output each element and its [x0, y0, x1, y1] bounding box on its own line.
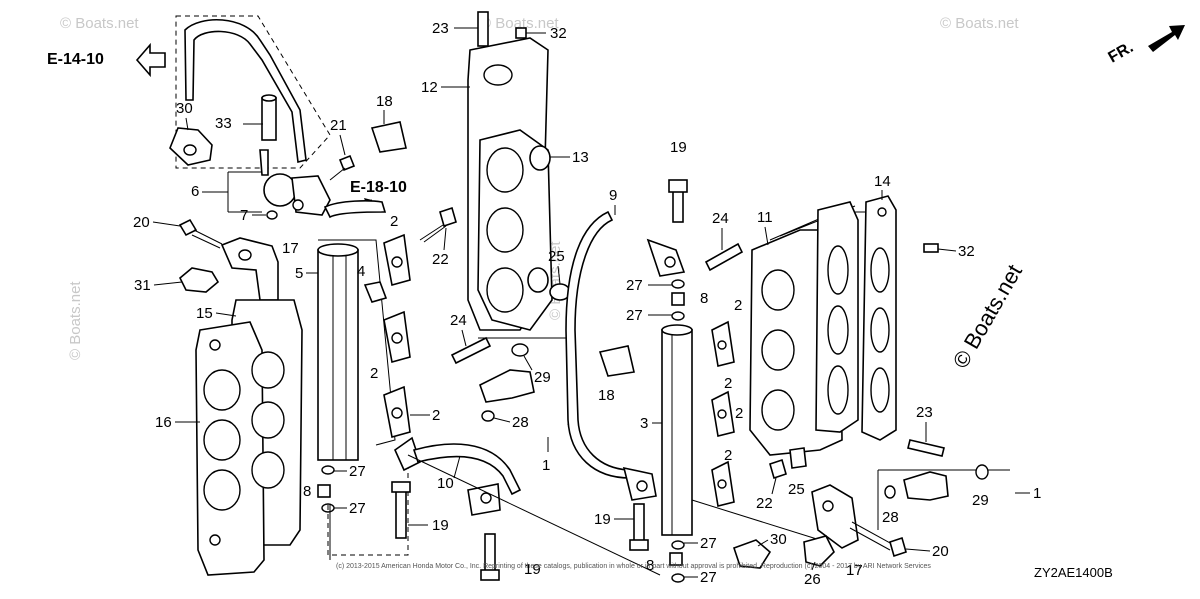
callout: 22 [756, 495, 773, 512]
watermark: © Boats.net [940, 15, 1019, 32]
callout: 18 [598, 387, 615, 404]
callout: 14 [874, 173, 891, 190]
callouts: 1 1 2 2 2 2 2 2 2 3 4 5 6 7 8 8 8 9 10 1… [133, 20, 1041, 588]
ref-e18-label: E-18-10 [350, 179, 407, 196]
callout: 1 [542, 457, 550, 474]
callout: 19 [432, 517, 449, 534]
callout: 21 [330, 117, 347, 134]
callout: 23 [432, 20, 449, 37]
callout: 1 [1033, 485, 1041, 502]
callout: 24 [450, 312, 467, 329]
copyright-line: (c) 2013-2015 American Honda Motor Co., … [336, 563, 931, 570]
callout: 18 [376, 93, 393, 110]
watermark: © Boats.net [60, 15, 139, 32]
callout: 31 [134, 277, 151, 294]
callout: 33 [215, 115, 232, 132]
callout: 2 [370, 365, 378, 382]
callout: 2 [432, 407, 440, 424]
callout: 28 [882, 509, 899, 526]
callout: 8 [646, 557, 654, 574]
callout: 25 [548, 248, 565, 265]
callout: 19 [524, 561, 541, 578]
callout: 13 [572, 149, 589, 166]
callout: 15 [196, 305, 213, 322]
callout: 26 [804, 571, 821, 588]
ref-e14[interactable]: E-14-10 [47, 42, 166, 78]
callout: 25 [788, 481, 805, 498]
callout: 27 [626, 277, 643, 294]
callout: 11 [757, 209, 773, 226]
callout: 3 [640, 415, 648, 432]
callout: 29 [534, 369, 551, 386]
callout: 2 [724, 375, 732, 392]
callout: 4 [357, 263, 365, 280]
callout: 6 [191, 183, 199, 200]
callout: 30 [176, 100, 193, 117]
front-label: FR. [1106, 39, 1137, 67]
callout: 7 [240, 207, 248, 224]
callout: 20 [133, 214, 150, 231]
callout: 32 [958, 243, 975, 260]
callout: 2 [724, 447, 732, 464]
callout: 17 [282, 240, 299, 257]
front-direction-arrow-icon [1148, 25, 1185, 52]
callout: 2 [734, 297, 742, 314]
callout: 27 [349, 463, 366, 480]
callout: 28 [512, 414, 529, 431]
callout: 22 [432, 251, 449, 268]
watermark: © Boats.net [67, 281, 84, 360]
callout: 8 [700, 290, 708, 307]
callout: 27 [700, 569, 717, 586]
callout: 27 [626, 307, 643, 324]
callout: 23 [916, 404, 933, 421]
callout: 2 [390, 213, 398, 230]
callout: 12 [421, 79, 438, 96]
callout: 5 [295, 265, 303, 282]
front-indicator: FR. [1106, 25, 1185, 67]
callout: 30 [770, 531, 787, 548]
callout: 10 [437, 475, 454, 492]
ref-e14-label: E-14-10 [47, 51, 104, 68]
callout: 19 [670, 139, 687, 156]
watermark: © Boats.net [480, 15, 559, 32]
callout: 24 [712, 210, 729, 227]
callout: 8 [303, 483, 311, 500]
callout: 16 [155, 414, 172, 431]
watermark-side: © Boats.net [948, 260, 1027, 372]
diagram-code: ZY2AE1400B [1034, 565, 1113, 580]
callout: 27 [700, 535, 717, 552]
callout: 19 [594, 511, 611, 528]
callout: 17 [846, 562, 863, 579]
callout: 32 [550, 25, 567, 42]
callout: 29 [972, 492, 989, 509]
left-arrow-icon [135, 42, 166, 78]
callout: 20 [932, 543, 949, 560]
callout: 2 [735, 405, 743, 422]
callout: 27 [349, 500, 366, 517]
callout: 9 [609, 187, 617, 204]
